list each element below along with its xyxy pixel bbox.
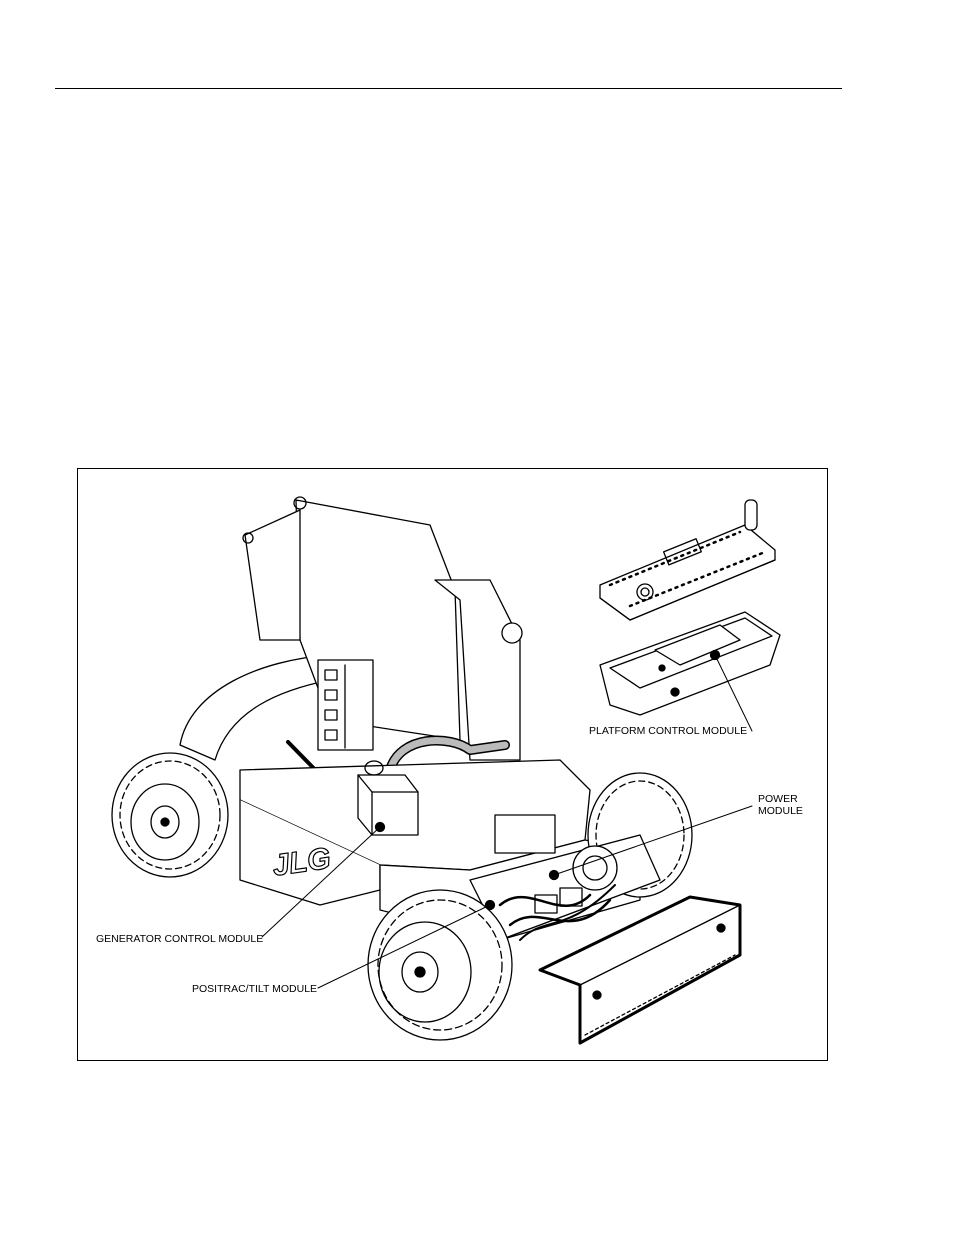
platform-control-module-label: PLATFORM CONTROL MODULE xyxy=(589,725,747,737)
power-module-label: POWER MODULE xyxy=(758,793,803,817)
mast-plate xyxy=(243,497,522,760)
generator-control-module-label: GENERATOR CONTROL MODULE xyxy=(96,933,263,945)
valve-block xyxy=(318,660,373,750)
platform-console-top xyxy=(600,500,775,620)
left-rear-wheel xyxy=(112,753,228,877)
platform-console-box xyxy=(600,612,780,715)
front-left-wheel xyxy=(368,890,512,1040)
positrac-tilt-module-label: POSITRAC/TILT MODULE xyxy=(192,983,317,995)
